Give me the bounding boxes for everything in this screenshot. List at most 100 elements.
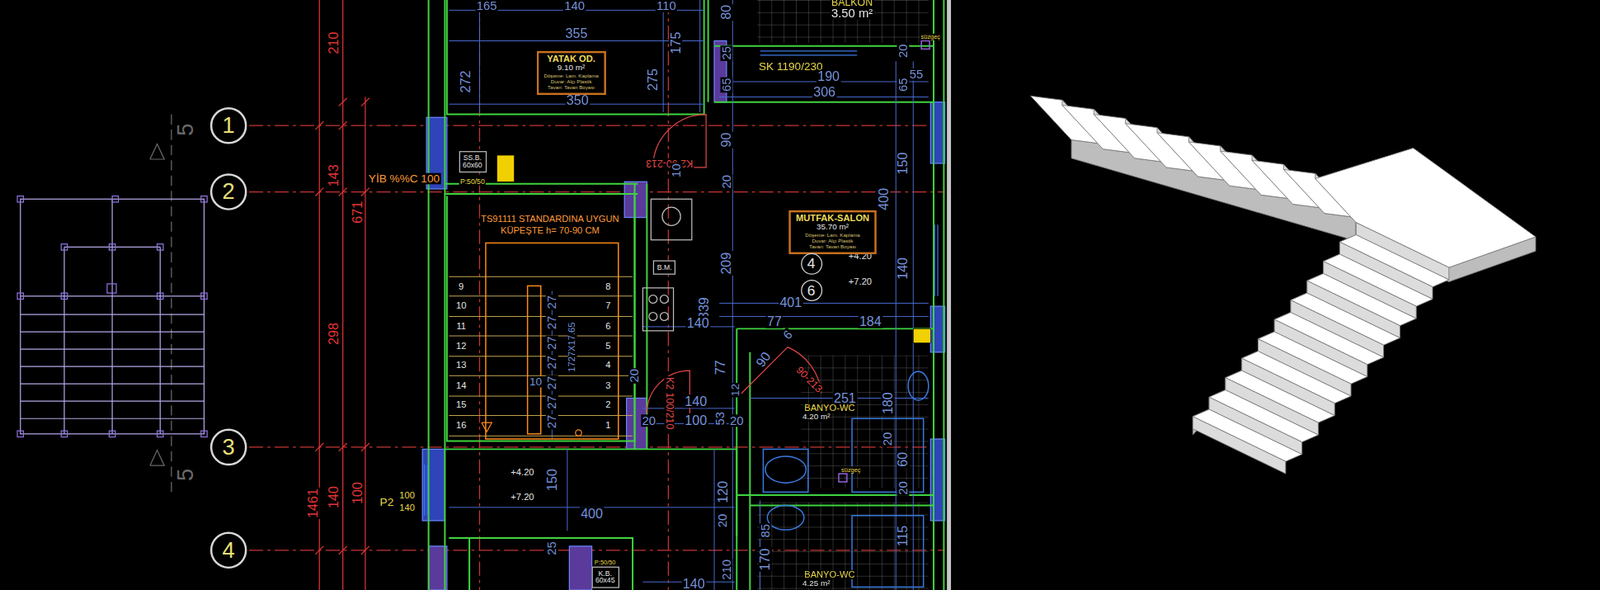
dimension-text: 1727X17.65 bbox=[568, 320, 578, 373]
kitchen-fixtures bbox=[662, 207, 681, 226]
level-text: 4 bbox=[604, 360, 612, 370]
grip-squares bbox=[112, 196, 118, 203]
node-detail: Döşeme: Lam. Kaplama bbox=[543, 73, 598, 80]
stair-outline bbox=[527, 285, 542, 433]
dimension-lines-blue bbox=[448, 0, 928, 590]
grid-axis-lines bbox=[249, 125, 946, 127]
stair-treads bbox=[448, 355, 633, 357]
dimension-text: 350 bbox=[565, 93, 590, 107]
level-text: 12 bbox=[455, 341, 468, 351]
stair-treads bbox=[448, 435, 633, 437]
dimension-text: 400 bbox=[876, 187, 890, 212]
grip-squares bbox=[17, 196, 208, 438]
dimension-text: 401 bbox=[778, 295, 803, 309]
dimension-text: 25 bbox=[720, 45, 733, 62]
room-label-box: MUTFAK-SALON35.70 m²Döşeme: Lam. Kaplama… bbox=[788, 209, 876, 254]
stair-treads bbox=[448, 315, 633, 317]
node-title: 6 bbox=[807, 282, 816, 297]
dimension-text: 180 bbox=[880, 390, 895, 415]
dimension-text: 27 bbox=[545, 394, 559, 410]
annotation-text: BANYO-WC bbox=[803, 569, 857, 579]
annotation-text: P:50/50 bbox=[593, 559, 617, 565]
dimension-text: 85 bbox=[758, 522, 772, 539]
dimension-text: 10 bbox=[670, 162, 683, 179]
stair-riser bbox=[1192, 416, 1286, 474]
dimension-text: 306 bbox=[812, 84, 837, 99]
dimension-text: 27 bbox=[545, 294, 559, 311]
stair-outline bbox=[485, 242, 619, 439]
wall-lines bbox=[448, 537, 633, 590]
level-text: 16 bbox=[455, 420, 468, 430]
bath-fixtures bbox=[908, 371, 929, 400]
level-text: 2 bbox=[604, 400, 612, 410]
level-text: 1 bbox=[604, 420, 612, 430]
kitchen-fixtures bbox=[649, 312, 658, 321]
bath-fixtures bbox=[767, 504, 805, 530]
dimension-text: 140 bbox=[896, 256, 910, 281]
column-hatch bbox=[624, 181, 647, 217]
grip-squares bbox=[201, 292, 208, 299]
annotation-text: P:50/50 bbox=[459, 178, 486, 186]
grip-squares bbox=[107, 283, 117, 293]
level-text: 7 bbox=[604, 301, 612, 311]
note-text: KÜPEŞTE h= 70-90 CM bbox=[499, 225, 601, 236]
dimension-text: 20 bbox=[716, 512, 730, 528]
dimension-text: 140 bbox=[563, 0, 586, 13]
fixture-box: B.M. bbox=[653, 259, 677, 274]
dimension-text: 210 bbox=[327, 30, 341, 55]
dimension-text: 165 bbox=[475, 0, 499, 13]
note-text: TS91111 STANDARDINA UYGUN bbox=[480, 214, 621, 224]
window-lines bbox=[424, 51, 938, 516]
node-title: 3 bbox=[222, 435, 236, 458]
mini-stair-plan bbox=[111, 198, 113, 434]
stair-arrow bbox=[481, 422, 582, 436]
window-lines bbox=[424, 51, 938, 516]
column-hatch bbox=[422, 448, 445, 521]
node-detail: 60x45 bbox=[595, 576, 616, 585]
mini-stair-plan bbox=[20, 198, 205, 434]
dimension-text: 10 bbox=[528, 376, 544, 388]
stair-arrow bbox=[575, 429, 582, 436]
grid-bubble: 6 bbox=[800, 278, 823, 301]
dimension-lines-red bbox=[315, 0, 370, 590]
grip-squares bbox=[61, 244, 67, 250]
mini-stair-plan bbox=[20, 400, 205, 402]
kitchen-fixtures bbox=[642, 287, 673, 331]
dimension-lines-blue bbox=[448, 9, 928, 582]
dimension-text: 175 bbox=[668, 30, 683, 55]
wall-lines bbox=[444, 448, 737, 536]
dimension-text: 140 bbox=[327, 484, 341, 509]
viewport-border bbox=[946, 0, 951, 590]
stair-arrow bbox=[481, 422, 492, 432]
level-text: 9 bbox=[457, 282, 466, 292]
level-text: 10 bbox=[455, 301, 468, 311]
node-detail: Tavan: Tavan Boyası bbox=[543, 84, 598, 91]
stair-treads bbox=[448, 295, 633, 297]
node-title: K.B. bbox=[595, 569, 616, 578]
dimension-text: 12 bbox=[729, 382, 742, 398]
level-text: 4.25 m² bbox=[801, 579, 832, 589]
wall-lines bbox=[443, 0, 446, 590]
section-mark: 5 bbox=[174, 122, 198, 137]
dimension-text: 1461 bbox=[306, 487, 320, 519]
wall-lines bbox=[634, 183, 636, 450]
dimension-text: 20 bbox=[896, 42, 909, 59]
mini-stair-plan bbox=[20, 295, 205, 297]
kitchen-fixtures bbox=[650, 198, 692, 240]
bath-fixtures bbox=[851, 418, 924, 492]
grip-squares bbox=[17, 292, 24, 299]
mini-stair-plan bbox=[160, 246, 161, 433]
annotation-text: SK 1190/230 bbox=[757, 61, 824, 73]
bath-fixtures bbox=[762, 40, 930, 587]
wall-lines bbox=[707, 0, 710, 103]
dimension-text: 190 bbox=[816, 70, 841, 84]
dimension-text: 170 bbox=[758, 546, 772, 571]
dimension-lines-red bbox=[364, 97, 366, 590]
dimension-text: 80 bbox=[720, 4, 734, 21]
grid-bubble: 4 bbox=[800, 252, 823, 274]
bath-fixtures bbox=[765, 456, 806, 483]
level-text: 3 bbox=[604, 381, 612, 391]
node-title: YATAK OD. bbox=[543, 54, 598, 65]
dimension-text: 20 bbox=[896, 480, 909, 496]
